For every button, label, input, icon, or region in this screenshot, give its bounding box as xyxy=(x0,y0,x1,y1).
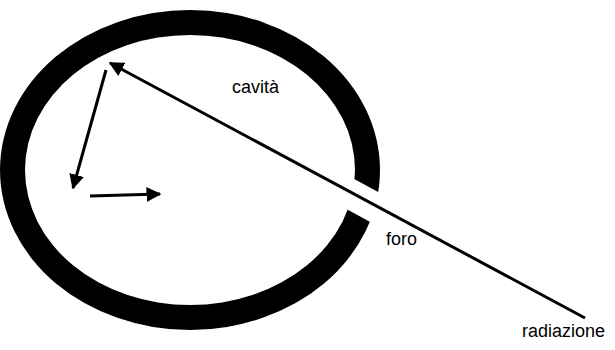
part-label: cavità xyxy=(232,78,279,98)
reflected-ray xyxy=(73,70,106,188)
part-label: foro xyxy=(386,230,417,250)
cavity-wall xyxy=(0,10,380,330)
incoming-ray xyxy=(110,63,585,318)
part-label: radiazione xyxy=(522,322,605,342)
reflected-ray xyxy=(90,194,160,196)
hole-gap xyxy=(330,183,400,221)
